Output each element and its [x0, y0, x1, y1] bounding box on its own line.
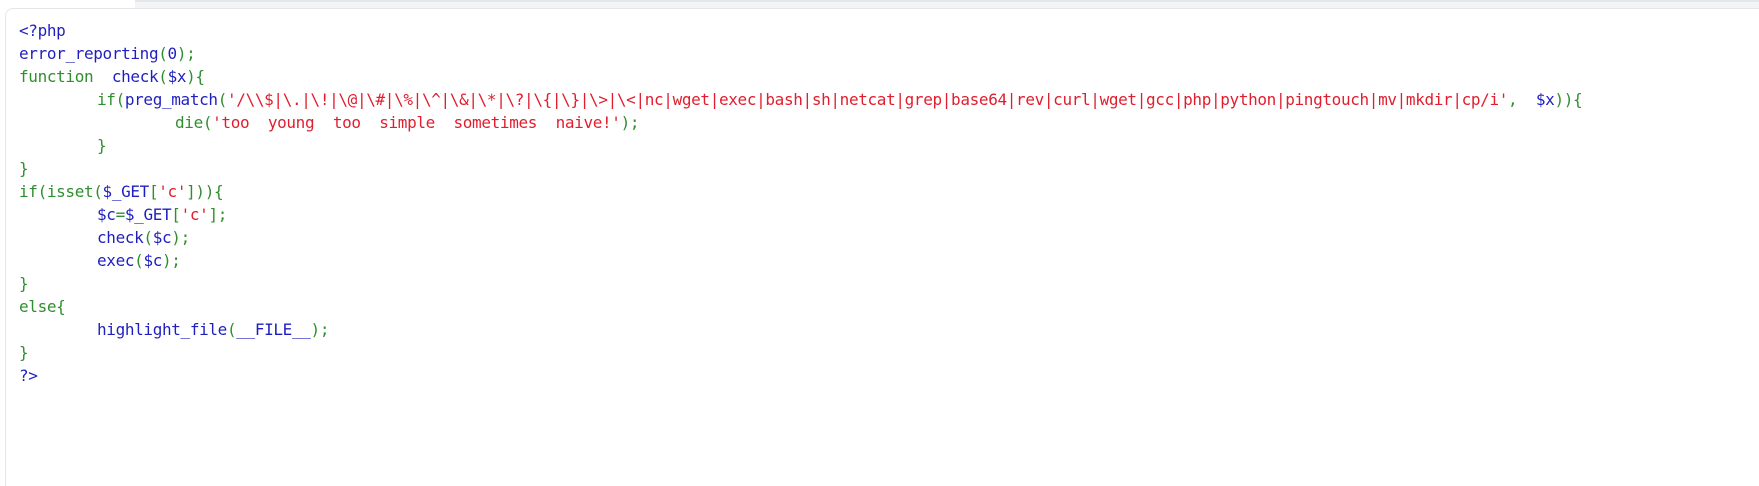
- code-line: if(isset($_GET['c'])){: [19, 180, 1582, 203]
- code-token: error_reporting: [19, 44, 159, 63]
- code-token: die(: [175, 113, 213, 132]
- code-token: );: [310, 320, 330, 339]
- code-line: $c=$_GET['c'];: [19, 203, 1582, 226]
- code-token: }: [19, 159, 29, 178]
- code-token: [: [148, 182, 159, 201]
- code-token: __FILE__: [236, 320, 311, 339]
- code-token: $c: [143, 251, 163, 270]
- code-line: }: [19, 341, 1582, 364]
- code-token: }: [97, 136, 107, 155]
- code-line: }: [19, 157, 1582, 180]
- code-line: <?php: [19, 19, 1582, 42]
- code-token: }: [19, 343, 29, 362]
- code-line: exec($c);: [19, 249, 1582, 272]
- code-token: highlight_file: [97, 320, 227, 339]
- code-token: $c: [152, 228, 172, 247]
- code-token: if(: [97, 90, 125, 109]
- code-token: function: [19, 67, 112, 86]
- code-token: check: [111, 67, 159, 86]
- code-token: (: [226, 320, 237, 339]
- code-token: $_GET: [102, 182, 150, 201]
- code-line: }: [19, 134, 1582, 157]
- code-token: );: [162, 251, 181, 270]
- code-token: (: [158, 44, 168, 63]
- code-token: 'c': [180, 205, 209, 224]
- code-line: die('too young too simple sometimes naiv…: [19, 111, 1582, 134]
- code-token: '/\\$|\.|\!|\@|\#|\%|\^|\&|\*|\?|\{|\}|\…: [227, 90, 1509, 109]
- code-line: ?>: [19, 364, 1582, 387]
- code-token: exec: [97, 251, 135, 270]
- code-token: <?php: [19, 21, 66, 40]
- code-token: $x: [1535, 90, 1555, 109]
- code-token: 0: [167, 44, 178, 63]
- code-token: 'too young too simple sometimes naive!': [212, 113, 621, 132]
- code-line: function check($x){: [19, 65, 1582, 88]
- code-token: );: [620, 113, 640, 132]
- code-token: ?>: [19, 366, 38, 385]
- code-line: else{: [19, 295, 1582, 318]
- top-strip: [0, 0, 1759, 8]
- code-token: }: [19, 274, 29, 293]
- code-line: if(preg_match('/\\$|\.|\!|\@|\#|\%|\^|\&…: [19, 88, 1583, 111]
- code-token: $x: [167, 67, 187, 86]
- code-token: (: [134, 251, 144, 270]
- code-token: [: [171, 205, 181, 224]
- code-token: (: [217, 90, 228, 109]
- code-token: );: [176, 44, 196, 63]
- top-strip-left-section: [0, 0, 135, 8]
- code-token: check: [97, 228, 144, 247]
- code-token: ];: [208, 205, 228, 224]
- code-token: $_GET: [124, 205, 172, 224]
- code-token: if(isset(: [19, 182, 103, 201]
- code-token: $c: [97, 205, 116, 224]
- code-token: ])){: [186, 182, 224, 201]
- code-token: (: [143, 228, 153, 247]
- code-line: error_reporting(0);: [19, 42, 1582, 65]
- code-token: ,: [1508, 90, 1536, 109]
- code-token: 'c': [158, 182, 187, 201]
- code-token: preg_match: [124, 90, 218, 109]
- code-token: );: [171, 228, 190, 247]
- code-line: highlight_file(__FILE__);: [19, 318, 1582, 341]
- top-strip-divider: [135, 0, 1759, 2]
- code-token: ){: [186, 67, 205, 86]
- code-token: )){: [1554, 90, 1583, 109]
- code-token: else{: [19, 297, 66, 316]
- code-line: }: [19, 272, 1582, 295]
- code-line: check($c);: [19, 226, 1582, 249]
- code-token: (: [158, 67, 168, 86]
- code-token: =: [115, 205, 126, 224]
